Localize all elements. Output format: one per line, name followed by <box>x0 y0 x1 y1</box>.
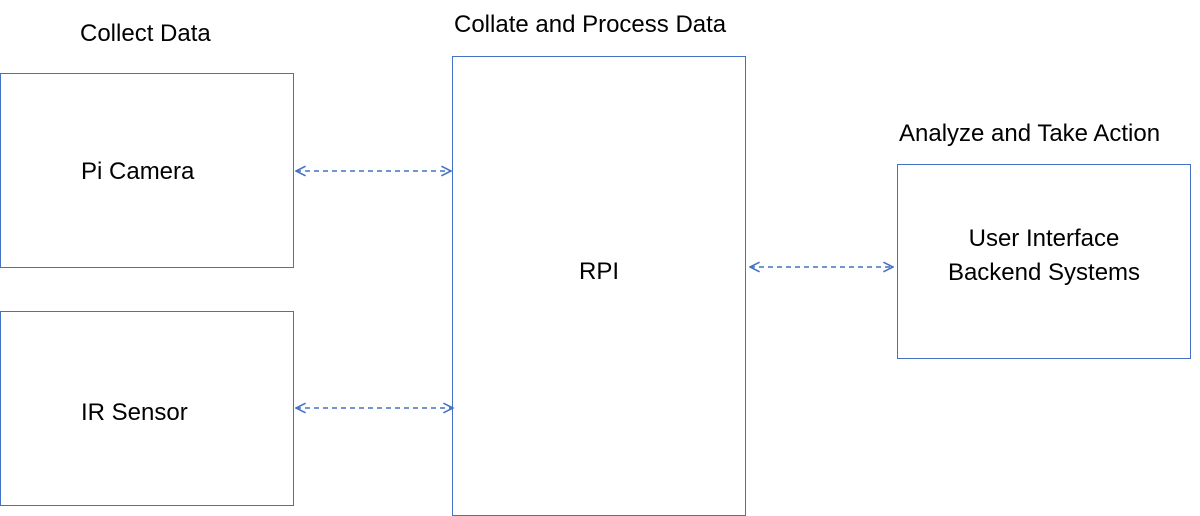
heading-collate-process-data: Collate and Process Data <box>454 11 727 38</box>
user-interface-box: User Interface Backend Systems <box>897 164 1191 359</box>
user-interface-label: User Interface Backend Systems <box>898 222 1190 290</box>
pi-camera-box: Pi Camera <box>0 73 294 268</box>
pi-camera-label: Pi Camera <box>81 158 195 185</box>
rpi-label: RPI <box>578 258 619 285</box>
backend-systems-line: Backend Systems <box>947 259 1141 286</box>
heading-analyze-take-action: Analyze and Take Action <box>899 120 1161 147</box>
ir-sensor-label: IR Sensor <box>81 399 188 426</box>
user-interface-line: User Interface <box>968 225 1120 252</box>
rpi-box: RPI <box>452 56 746 516</box>
ir-sensor-box: IR Sensor <box>0 311 294 506</box>
heading-collect-data: Collect Data <box>80 20 211 47</box>
